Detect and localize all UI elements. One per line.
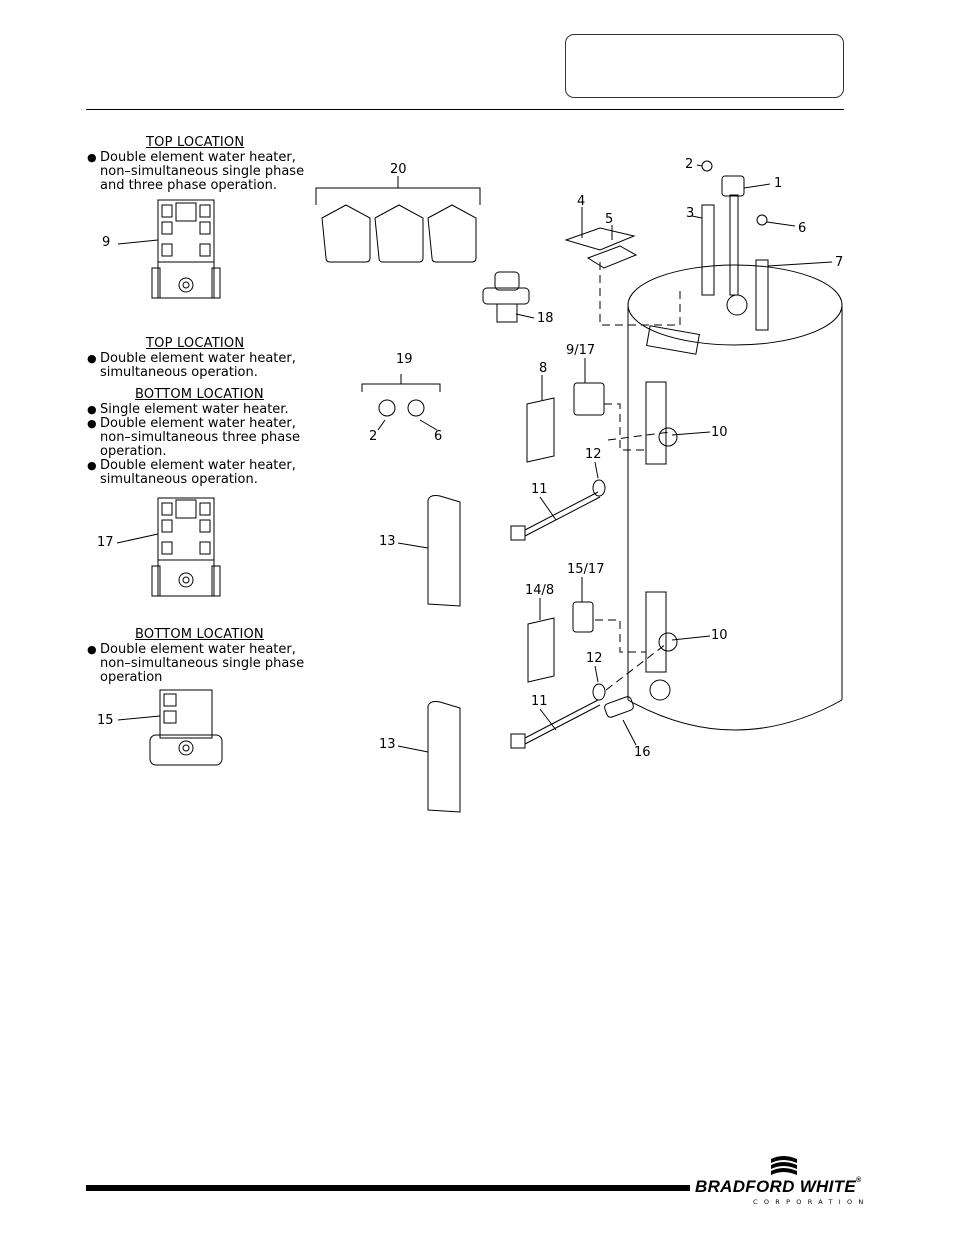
sec1-bullet: ●Double element water heater, non–simult… xyxy=(87,150,305,193)
callout-7: 7 xyxy=(835,255,844,270)
sec2-bullet2-a: ●Single element water heater. xyxy=(87,402,289,417)
callout-11-bottom: 11 xyxy=(531,694,548,709)
sec2-heading: TOP LOCATION xyxy=(146,336,245,351)
callout-17: 17 xyxy=(97,535,114,550)
element-11-bottom xyxy=(510,699,601,749)
thermostat-15-drawing xyxy=(149,689,223,766)
callout-20: 20 xyxy=(390,162,407,177)
callout-19-6: 6 xyxy=(434,429,443,444)
brand-corporation: CORPORATION xyxy=(753,1198,870,1206)
thermostat-15-17 xyxy=(572,601,594,633)
header-box xyxy=(565,34,844,98)
callout-13-bottom: 13 xyxy=(379,737,396,752)
sec2-bullet: ●Double element water heater, simultaneo… xyxy=(87,351,296,380)
element-11-top xyxy=(510,491,601,541)
callout-8: 8 xyxy=(539,361,548,376)
callout-13-top: 13 xyxy=(379,534,396,549)
callout-6: 6 xyxy=(798,221,807,236)
brand-flag-icon xyxy=(771,1156,797,1175)
cover-20-b xyxy=(374,204,424,263)
footer-rule xyxy=(86,1185,690,1191)
callout-12-bottom: 12 xyxy=(586,651,603,666)
callout-1: 1 xyxy=(774,176,783,191)
callout-10-bottom: 10 xyxy=(711,628,728,643)
bracket-8 xyxy=(526,397,555,463)
water-heater-tank xyxy=(627,264,843,731)
nipple-3 xyxy=(701,204,715,296)
nipple-7 xyxy=(755,259,769,331)
thermostat-17-drawing xyxy=(151,497,221,597)
callout-4: 4 xyxy=(577,194,586,209)
callout-9: 9 xyxy=(102,235,111,250)
drain-valve-16 xyxy=(604,696,634,718)
bracket-20 xyxy=(315,187,481,205)
callout-9-17: 9/17 xyxy=(566,343,596,358)
callout-14-8: 14/8 xyxy=(525,583,555,598)
anode-1 xyxy=(729,194,739,296)
callout-2: 2 xyxy=(685,157,694,172)
valve-18-drawing xyxy=(482,271,530,323)
callout-12-top: 12 xyxy=(585,447,602,462)
sec3-heading: BOTTOM LOCATION xyxy=(135,627,264,642)
thermostat-9-17 xyxy=(573,382,605,416)
sec2-bullet2-b: ●Double element water heater, non–simult… xyxy=(87,416,300,459)
cover-20-c xyxy=(427,204,477,263)
brand-logo: BRADFORD WHITE® CORPORATION xyxy=(695,1155,875,1210)
callout-15-17: 15/17 xyxy=(567,562,605,577)
leader-17 xyxy=(116,533,159,544)
callout-15: 15 xyxy=(97,713,114,728)
thermostat-9-drawing xyxy=(151,199,221,299)
sec1-heading: TOP LOCATION xyxy=(146,135,245,150)
plate-4 xyxy=(564,227,636,251)
cover-20-a xyxy=(321,204,371,263)
callout-18: 18 xyxy=(537,311,554,326)
bracket-14-8 xyxy=(527,617,555,683)
brand-name: BRADFORD WHITE® xyxy=(695,1177,862,1196)
callout-5: 5 xyxy=(605,212,614,227)
callout-19-2: 2 xyxy=(369,429,378,444)
header-rule xyxy=(86,109,844,110)
leader-9 xyxy=(117,239,159,245)
sec2-bullet2-c: ●Double element water heater, simultaneo… xyxy=(87,458,296,487)
sec3-bullet: ●Double element water heater, non–simult… xyxy=(87,642,305,685)
cover-13-bottom xyxy=(427,701,461,813)
callout-16: 16 xyxy=(634,745,651,760)
callout-19: 19 xyxy=(396,352,413,367)
cover-13-top xyxy=(427,495,461,607)
sec2-heading2: BOTTOM LOCATION xyxy=(135,387,264,402)
callout-11-top: 11 xyxy=(531,482,548,497)
callout-10-top: 10 xyxy=(711,425,728,440)
plate-5 xyxy=(586,245,638,269)
leader-15 xyxy=(117,715,161,721)
callout-3: 3 xyxy=(686,206,695,221)
